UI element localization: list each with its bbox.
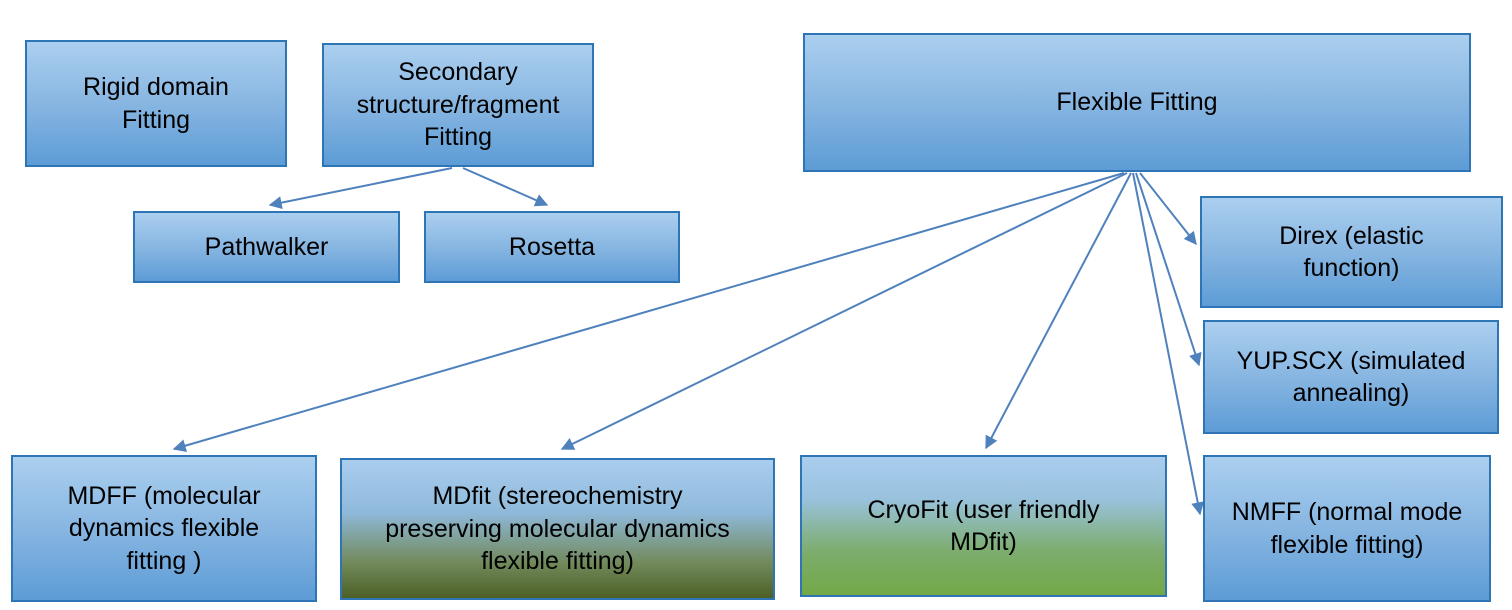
- node-rigid-domain-fitting: Rigid domain Fitting: [25, 40, 287, 167]
- node-label: NMFF (normal mode flexible fitting): [1231, 498, 1463, 559]
- node-label: YUP.SCX (simulated annealing): [1236, 346, 1466, 408]
- node-label: Secondary structure/fragment Fitting: [356, 58, 560, 152]
- node-label: MDFF (molecular dynamics flexible fittin…: [67, 481, 261, 575]
- arrow-secondary-to-rosetta: [462, 167, 549, 207]
- node-label: Direx (elastic function): [1279, 221, 1424, 283]
- node-nmff-normal-mode-flexible-fitting: NMFF (normal mode flexible fitting): [1203, 455, 1491, 602]
- arrow-flexible-to-cryofit: [985, 172, 1132, 450]
- node-label: MDfit (stereochemistry preserving molecu…: [385, 482, 730, 576]
- node-label: CryoFit (user friendly MDfit): [867, 495, 1100, 557]
- arrow-flexible-to-direx: [1139, 172, 1197, 246]
- node-label: Flexible Fitting: [1056, 88, 1218, 117]
- node-pathwalker: Pathwalker: [133, 211, 400, 283]
- node-cryofit-user-friendly-mdfit: CryoFit (user friendly MDfit): [800, 455, 1167, 597]
- node-secondary-structure-fragment-fitting: Secondary structure/fragment Fitting: [322, 43, 594, 167]
- node-mdfit-stereochemistry-preserving: MDfit (stereochemistry preserving molecu…: [340, 458, 775, 600]
- arrow-secondary-to-pathwalker: [268, 167, 453, 210]
- node-rosetta: Rosetta: [424, 211, 680, 283]
- node-mdff-molecular-dynamics-flexible-fitting: MDFF (molecular dynamics flexible fittin…: [11, 455, 317, 602]
- node-label: Rigid domain Fitting: [83, 73, 229, 134]
- node-direx-elastic-function: Direx (elastic function): [1200, 196, 1503, 308]
- node-label: Rosetta: [508, 232, 596, 261]
- arrow-flexible-to-yupscx: [1135, 172, 1202, 367]
- node-flexible-fitting: Flexible Fitting: [803, 33, 1471, 172]
- node-yupscx-simulated-annealing: YUP.SCX (simulated annealing): [1203, 320, 1499, 434]
- node-label: Pathwalker: [204, 232, 329, 261]
